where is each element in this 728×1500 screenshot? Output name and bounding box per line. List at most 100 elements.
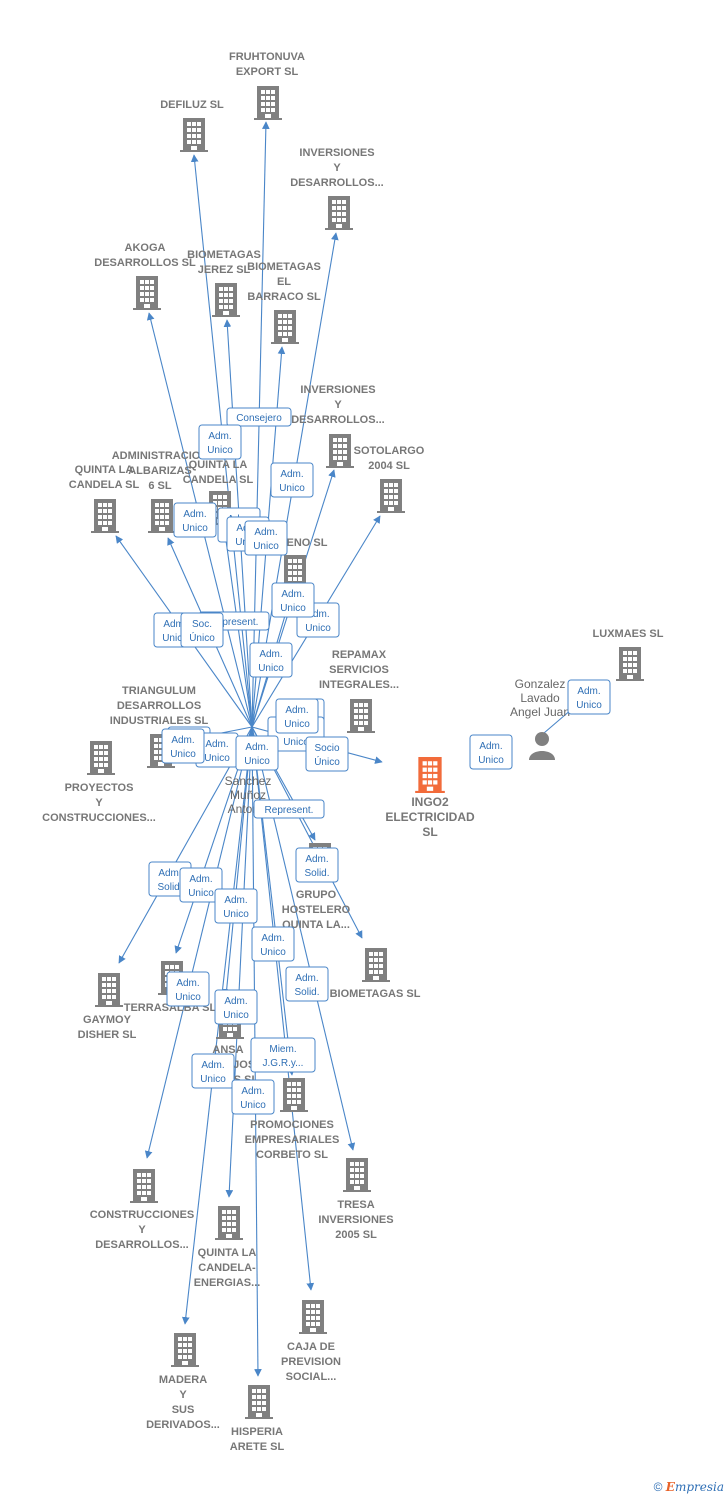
company-node-eno[interactable]: ENO SL [281, 537, 328, 589]
relation-tag[interactable]: Adm.Unico [179, 867, 223, 903]
relation-tag-label: Adm.Unico [280, 589, 306, 614]
relation-tag[interactable]: Adm.Unico [195, 732, 239, 768]
relation-tag-label: Adm.Unico [258, 649, 284, 674]
building-icon [130, 1169, 158, 1203]
relation-tag-label: Adm.Unico [182, 509, 208, 534]
relation-tag[interactable]: Adm.Solid. [295, 847, 339, 883]
relation-tag-label: Represent. [210, 617, 259, 628]
building-icon [254, 86, 282, 120]
relation-tag-label: Adm.Unico [244, 742, 270, 767]
building-icon [299, 1300, 327, 1334]
relation-tag-label: Adm.Unico [223, 895, 249, 920]
node-label: DEFILUZ SL [160, 99, 224, 111]
relation-tag-label: Consejero [236, 413, 282, 424]
relation-tag[interactable]: Adm.Unico [214, 989, 258, 1025]
relation-tag-label: Adm.Unico [284, 705, 310, 730]
relation-tag-label: Adm.Solid. [294, 973, 319, 998]
building-icon [343, 1158, 371, 1192]
relation-tag[interactable]: Adm.Unico [235, 735, 279, 771]
relation-tag[interactable]: Adm.Unico [173, 502, 217, 538]
relation-tag[interactable]: Adm.Unico [249, 642, 293, 678]
relation-tag[interactable]: Adm.Unico [166, 971, 210, 1007]
edge-sanchez-madera [181, 726, 253, 1325]
relation-tag[interactable]: Soc.Único [180, 612, 224, 648]
relation-tag-label: Adm.Unico [253, 527, 279, 552]
building-icon [280, 1078, 308, 1112]
relation-tag[interactable]: Adm.Unico [161, 728, 205, 764]
relation-tag[interactable]: Adm.Unico [251, 926, 295, 962]
node-label: ENO SL [287, 537, 328, 549]
relation-tag-label: Adm.Unico [200, 1060, 226, 1085]
edge-sanchez-caja [251, 726, 315, 1291]
relation-tag[interactable]: Adm.Unico [275, 698, 319, 734]
relation-tag[interactable]: Consejero [226, 407, 292, 427]
building-icon [212, 283, 240, 317]
relation-tag-label: Adm.Unico [576, 686, 602, 711]
company-node-biometagas[interactable]: BIOMETAGAS SL [330, 948, 421, 1000]
edge-sanchez-quintaenergias [225, 726, 253, 1198]
person-icon [529, 732, 555, 760]
company-node-luxmaes[interactable]: LUXMAES SL [593, 628, 664, 681]
relation-tag[interactable]: Adm.Unico [271, 582, 315, 618]
relation-tag[interactable]: Adm.Unico [244, 520, 288, 556]
building-icon [415, 757, 445, 793]
relation-tag[interactable]: Adm.Unico [214, 888, 258, 924]
relation-tag-label: Adm.Unico [188, 874, 214, 899]
relation-tag-label: Adm.Unico [279, 469, 305, 494]
brand-footer[interactable]: © Empresia [654, 1480, 724, 1494]
relation-tag[interactable]: Adm.Unico [567, 679, 611, 715]
relation-tag-label: Adm.Unico [305, 609, 331, 634]
relation-tag-label: Represent. [265, 805, 314, 816]
company-node-defiluz[interactable]: DEFILUZ SL [160, 99, 224, 152]
relation-tag[interactable]: Adm.Unico [191, 1053, 235, 1089]
relation-tag-label: Adm.Solid. [157, 868, 182, 893]
relation-tag[interactable]: Adm.Unico [469, 734, 513, 770]
relation-tag-label: Adm.Unico [207, 431, 233, 456]
relation-tag[interactable]: Adm.Unico [270, 462, 314, 498]
relation-tag-label: Adm.Unico [175, 978, 201, 1003]
building-icon [616, 647, 644, 681]
relation-tag[interactable]: Represent. [253, 799, 325, 819]
relation-tag[interactable]: Adm.Unico [231, 1079, 275, 1115]
edge-sanchez-construcciones [144, 726, 253, 1159]
brand-logo: Empresia [665, 1480, 724, 1494]
relation-tag[interactable]: Adm.Unico [198, 424, 242, 460]
relation-tag[interactable]: Miem.J.G.R.y... [250, 1037, 316, 1073]
relation-tag[interactable]: Adm.Solid. [285, 966, 329, 1002]
